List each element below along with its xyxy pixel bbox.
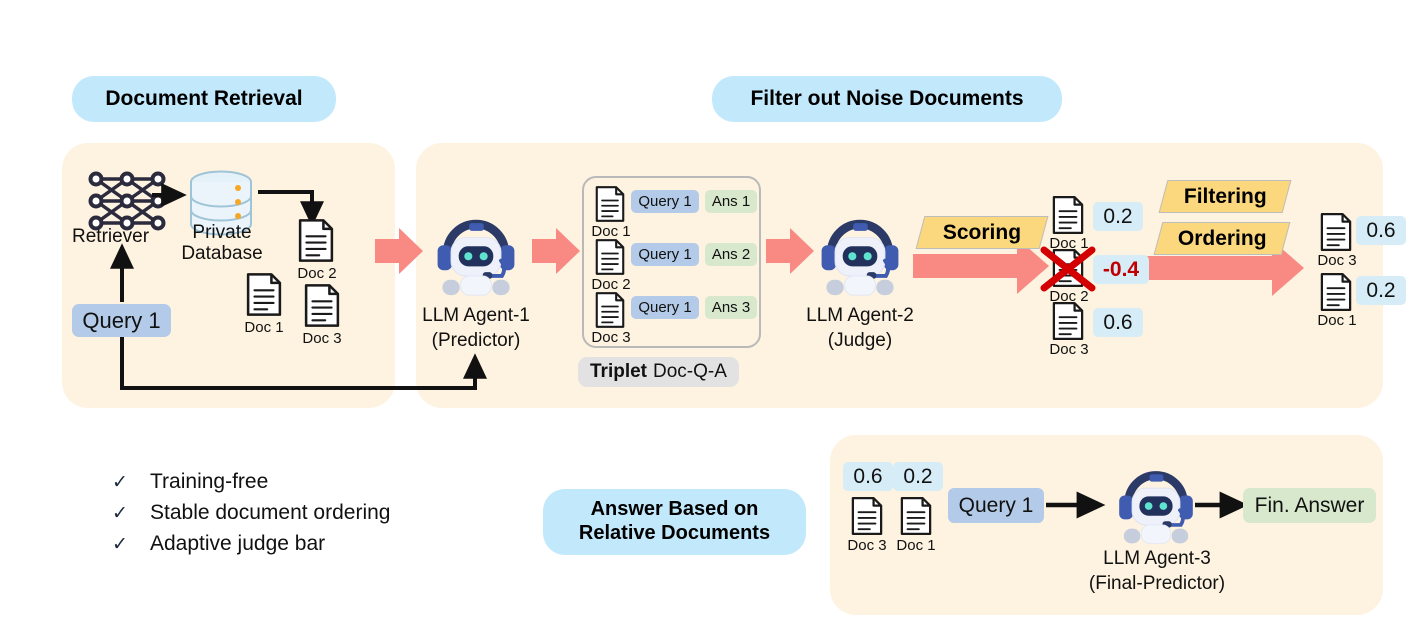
bullet-text: Training-free	[150, 470, 269, 493]
doc-caption-ordered-doc3: Doc 3	[1317, 252, 1357, 269]
retriever-label: Retriever	[72, 226, 150, 247]
banner-ordering: Ordering	[1153, 222, 1291, 255]
doc-caption-stage1-doc1: Doc 1	[244, 319, 284, 336]
doc-caption-ordered-doc1: Doc 1	[1317, 312, 1357, 329]
llm-agent-2-role: (Judge)	[827, 330, 893, 351]
doc-caption-final-doc3: Doc 3	[847, 537, 887, 554]
llm-agent-2-name: LLM Agent-2	[806, 305, 914, 326]
score-chip-doc2: -0.4	[1093, 255, 1149, 284]
check-icon: ✓	[112, 472, 128, 493]
final-answer-chip: Fin. Answer	[1243, 488, 1376, 523]
banner-filtering: Filtering	[1158, 180, 1292, 213]
triplet-query-chip-3: Query 1	[631, 296, 699, 319]
feature-bullet-list: ✓ Training-free ✓ Stable document orderi…	[112, 470, 391, 563]
bullet-text: Adaptive judge bar	[150, 532, 326, 555]
check-icon: ✓	[112, 503, 128, 524]
query-chip-final[interactable]: Query 1	[948, 488, 1044, 523]
triplet-query-chip-2: Query 1	[631, 243, 699, 266]
llm-agent-1-role: (Predictor)	[431, 330, 521, 351]
bullet-item: ✓ Training-free	[112, 470, 391, 501]
triplet-box	[582, 176, 761, 348]
doc-caption-stage1-doc2: Doc 2	[297, 265, 337, 282]
triplet-doc-caption-3: Doc 3	[591, 329, 631, 346]
doc-caption-scored-doc2: Doc 2	[1049, 288, 1089, 305]
triplet-query-chip-1: Query 1	[631, 190, 699, 213]
score-chip-doc1: 0.2	[1093, 202, 1143, 231]
bullet-text: Stable document ordering	[150, 501, 391, 524]
llm-agent-3-name: LLM Agent-3	[1103, 548, 1211, 569]
header-document-retrieval: Document Retrieval	[72, 76, 336, 122]
header-filter-noise: Filter out Noise Documents	[712, 76, 1062, 122]
llm-agent-1-name: LLM Agent-1	[422, 305, 530, 326]
triplet-label-rest: Doc-Q-A	[653, 361, 727, 382]
triplet-label: Triplet Doc-Q-A	[578, 357, 739, 387]
triplet-doc-caption-1: Doc 1	[591, 223, 631, 240]
header-answer-based-line2: Relative Documents	[578, 522, 771, 544]
header-document-retrieval-label: Document Retrieval	[105, 86, 303, 110]
doc-caption-scored-doc1: Doc 1	[1049, 235, 1089, 252]
bullet-item: ✓ Stable document ordering	[112, 501, 391, 532]
triplet-ans-chip-2: Ans 2	[705, 243, 757, 266]
doc-caption-scored-doc3: Doc 3	[1049, 341, 1089, 358]
check-icon: ✓	[112, 534, 128, 555]
banner-scoring-label: Scoring	[942, 220, 1022, 244]
doc-caption-final-doc1: Doc 1	[896, 537, 936, 554]
triplet-label-bold: Triplet	[590, 361, 648, 382]
bullet-item: ✓ Adaptive judge bar	[112, 532, 391, 563]
llm-agent-3-role: (Final-Predictor)	[1088, 573, 1226, 594]
banner-filtering-label: Filtering	[1183, 184, 1267, 208]
doc-caption-stage1-doc3: Doc 3	[302, 330, 342, 347]
triplet-ans-chip-3: Ans 3	[705, 296, 757, 319]
score-chip-ordered-doc1: 0.2	[1356, 276, 1406, 305]
private-database-label-line2: Database	[181, 243, 263, 264]
score-chip-final-doc1: 0.2	[893, 462, 943, 491]
score-chip-final-doc3: 0.6	[843, 462, 893, 491]
banner-ordering-label: Ordering	[1177, 226, 1267, 250]
query-chip-stage1[interactable]: Query 1	[72, 304, 171, 337]
score-chip-doc3: 0.6	[1093, 308, 1143, 337]
banner-scoring: Scoring	[915, 216, 1049, 249]
header-answer-based-line1: Answer Based on	[590, 498, 759, 521]
triplet-doc-caption-2: Doc 2	[591, 276, 631, 293]
triplet-ans-chip-1: Ans 1	[705, 190, 757, 213]
header-filter-noise-label: Filter out Noise Documents	[750, 86, 1024, 110]
private-database-label-line1: Private	[192, 222, 252, 243]
header-answer-based: Answer Based on Relative Documents	[543, 489, 806, 555]
score-chip-ordered-doc3: 0.6	[1356, 216, 1406, 245]
